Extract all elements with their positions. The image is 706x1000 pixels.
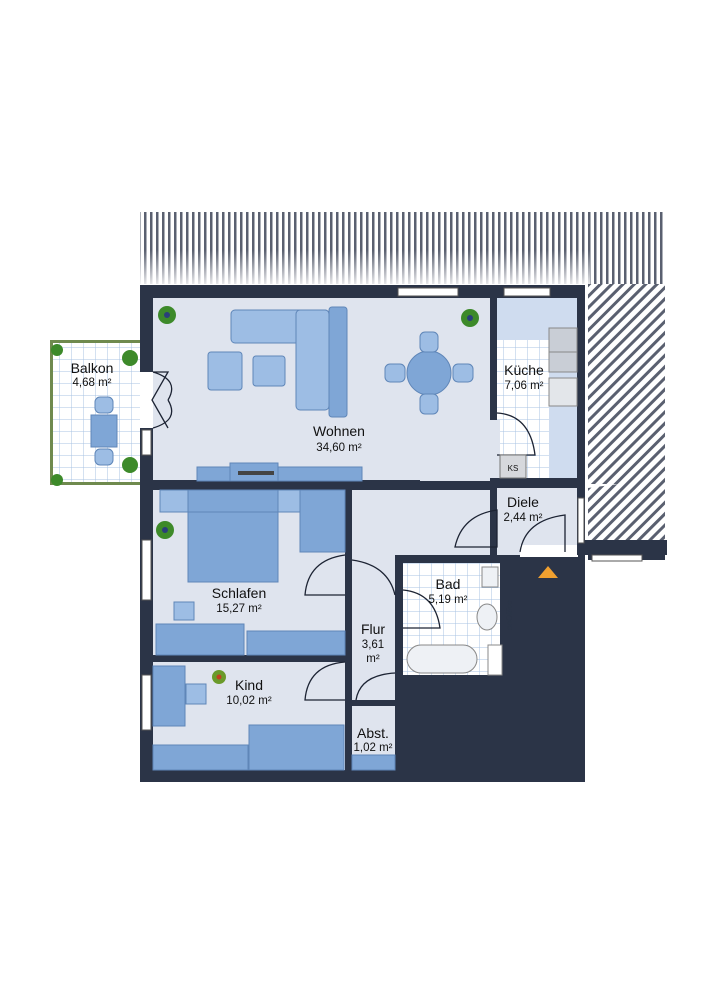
desk	[155, 623, 245, 656]
roof-overhang	[140, 212, 665, 555]
room-area: 10,02 m²	[226, 695, 272, 707]
room-name: Kind	[235, 677, 263, 693]
room-area: m²	[366, 653, 380, 665]
window	[141, 539, 152, 601]
room-area: 34,60 m²	[316, 442, 362, 454]
room-area: 1,02 m²	[354, 742, 393, 754]
coffee-table	[252, 355, 286, 387]
room-name: Bad	[436, 576, 461, 592]
plant-icon	[122, 350, 138, 366]
window	[141, 674, 152, 731]
room-area: 2,44 m²	[504, 512, 543, 524]
window	[397, 287, 459, 297]
toilet	[476, 603, 498, 631]
window	[577, 497, 585, 544]
room-area: 4,68 m²	[73, 377, 112, 389]
sink	[548, 327, 578, 353]
room-area: 3,61	[362, 639, 384, 651]
tv-sideboard	[196, 466, 363, 482]
furniture	[90, 306, 578, 771]
room-diele	[497, 488, 577, 555]
bathtub	[406, 644, 478, 674]
window	[503, 287, 551, 297]
window	[141, 429, 152, 456]
logo: onOffice	[505, 600, 514, 630]
room-name: Schlafen	[212, 585, 266, 601]
plant-icon	[51, 344, 63, 356]
wardrobe-corner	[299, 489, 346, 553]
plants	[51, 306, 479, 684]
window	[591, 554, 643, 562]
room-name: Balkon	[71, 360, 114, 376]
room-name: Diele	[507, 494, 539, 510]
plant-icon	[122, 457, 138, 473]
stool	[173, 601, 195, 621]
double-bed	[187, 511, 279, 583]
room-area: 5,19 m²	[429, 594, 468, 606]
balcony-table	[90, 414, 118, 448]
stove	[548, 377, 578, 407]
armchair	[207, 351, 243, 391]
room-name: Abst.	[357, 725, 389, 741]
fridge-label: KS	[508, 464, 519, 473]
doors	[151, 371, 566, 701]
wardrobe	[246, 630, 346, 656]
room-area: 15,27 m²	[216, 603, 262, 615]
room-labels: Wohnen 34,60 m² Küche 7,06 m² Balkon 4,6…	[71, 360, 544, 754]
plant-icon	[51, 474, 63, 486]
kid-desk	[152, 665, 186, 727]
dining-table	[406, 350, 452, 396]
room-name: Wohnen	[313, 423, 365, 439]
room-name: Flur	[361, 621, 385, 637]
fridge	[499, 454, 527, 479]
room-area: 7,06 m²	[505, 380, 544, 392]
kid-bed	[248, 724, 345, 771]
entrance-arrow-icon	[538, 566, 558, 578]
washbasin	[481, 566, 499, 588]
room-name: Küche	[504, 362, 544, 378]
